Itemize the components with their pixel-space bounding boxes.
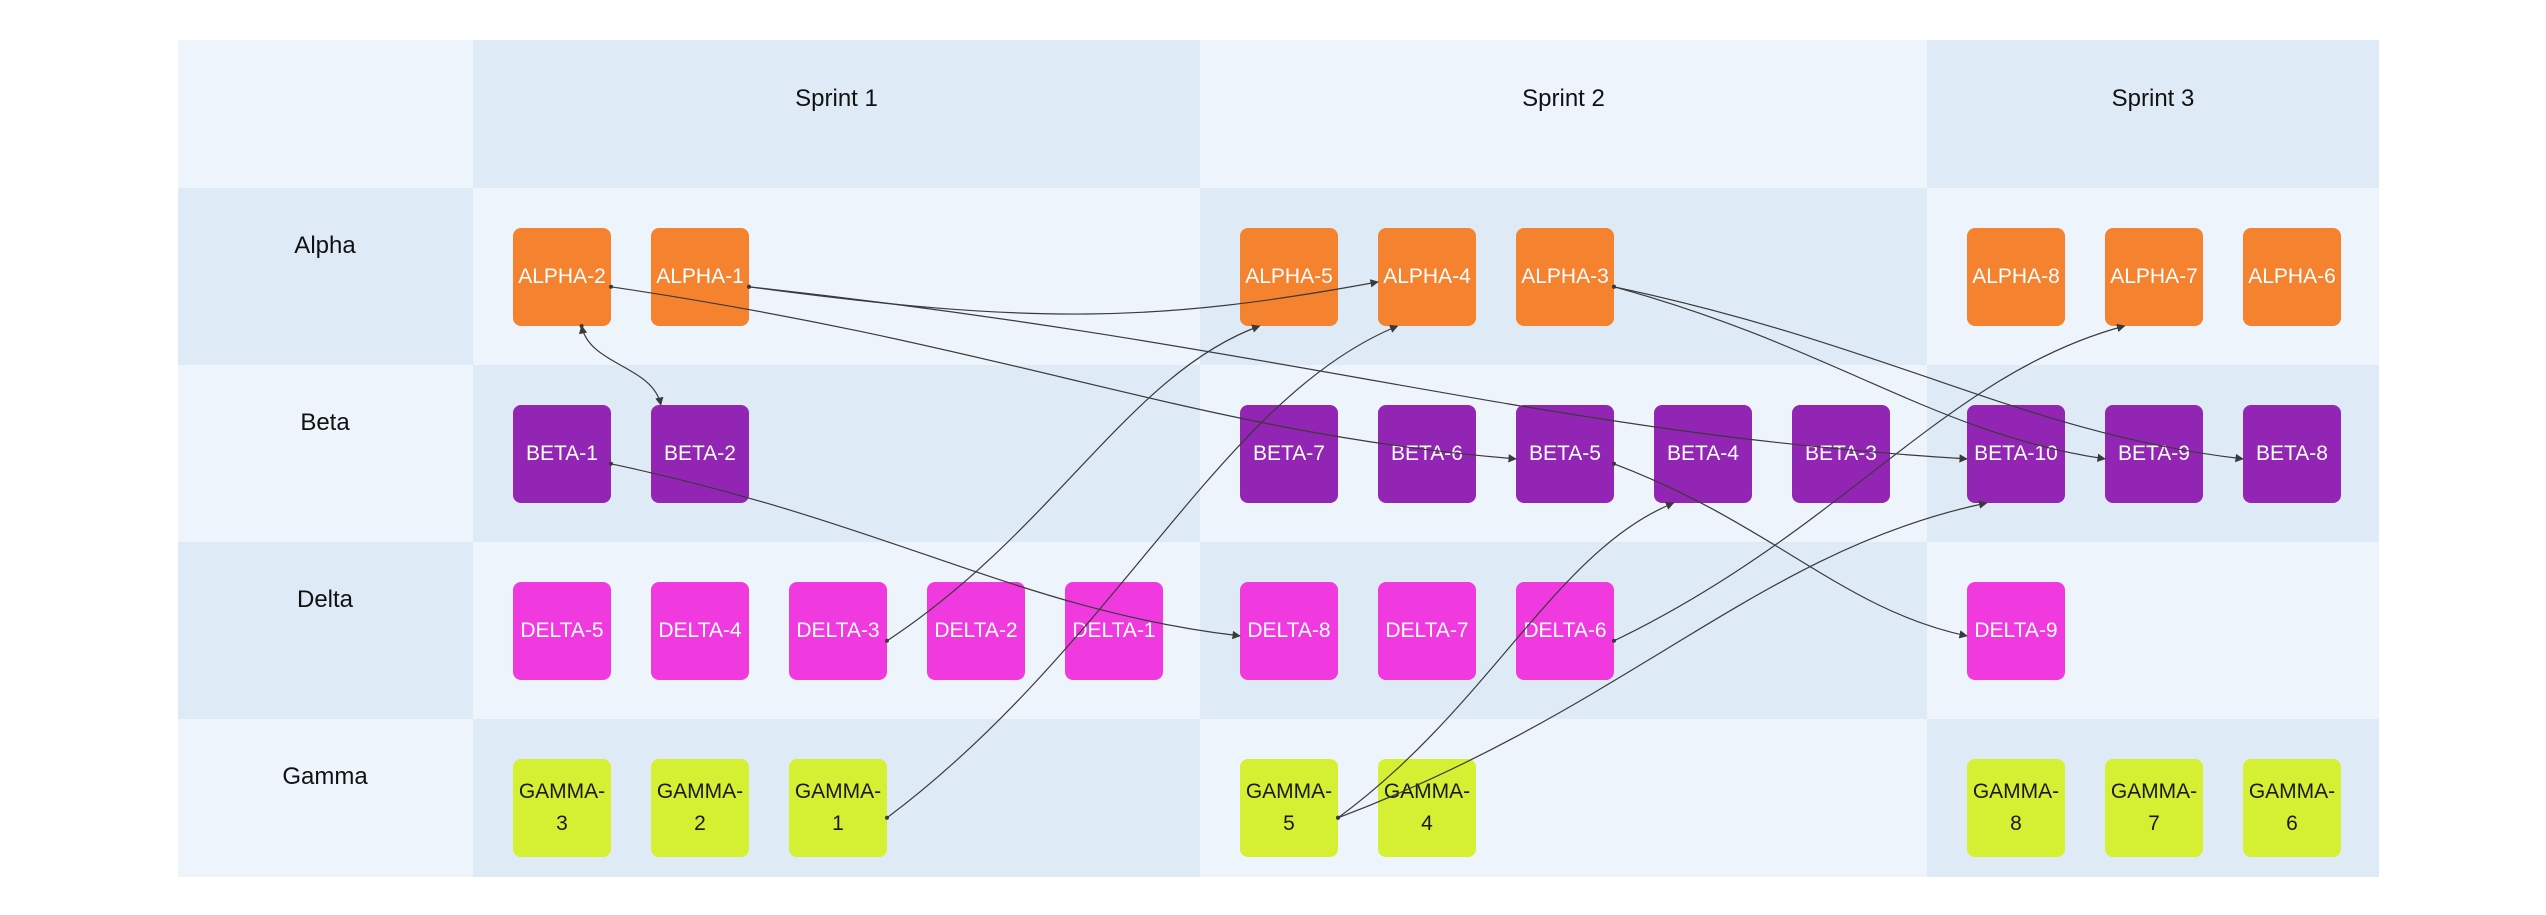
- grid-cell: [178, 719, 473, 877]
- grid-cell: [473, 40, 1200, 188]
- ticket-card-alpha-2[interactable]: ALPHA-2: [513, 228, 611, 326]
- ticket-card-delta-2[interactable]: DELTA-2: [927, 582, 1025, 680]
- ticket-card-alpha-1[interactable]: ALPHA-1: [651, 228, 749, 326]
- ticket-card-delta-5[interactable]: DELTA-5: [513, 582, 611, 680]
- ticket-card-alpha-4[interactable]: ALPHA-4: [1378, 228, 1476, 326]
- ticket-card-beta-4[interactable]: BETA-4: [1654, 405, 1752, 503]
- ticket-card-gamma-2[interactable]: GAMMA-2: [651, 759, 749, 857]
- ticket-card-delta-1[interactable]: DELTA-1: [1065, 582, 1163, 680]
- ticket-card-beta-5[interactable]: BETA-5: [1516, 405, 1614, 503]
- ticket-card-gamma-3[interactable]: GAMMA-3: [513, 759, 611, 857]
- ticket-card-beta-9[interactable]: BETA-9: [2105, 405, 2203, 503]
- grid-cell: [178, 542, 473, 719]
- ticket-card-alpha-5[interactable]: ALPHA-5: [1240, 228, 1338, 326]
- ticket-card-delta-6[interactable]: DELTA-6: [1516, 582, 1614, 680]
- grid-cell: [178, 188, 473, 365]
- ticket-card-alpha-6[interactable]: ALPHA-6: [2243, 228, 2341, 326]
- sprint-header-s2: Sprint 2: [1522, 85, 1605, 112]
- ticket-card-delta-8[interactable]: DELTA-8: [1240, 582, 1338, 680]
- ticket-card-beta-1[interactable]: BETA-1: [513, 405, 611, 503]
- ticket-card-delta-9[interactable]: DELTA-9: [1967, 582, 2065, 680]
- ticket-card-beta-10[interactable]: BETA-10: [1967, 405, 2065, 503]
- ticket-card-beta-7[interactable]: BETA-7: [1240, 405, 1338, 503]
- ticket-card-gamma-5[interactable]: GAMMA-5: [1240, 759, 1338, 857]
- team-label-delta: Delta: [296, 586, 354, 613]
- ticket-card-beta-6[interactable]: BETA-6: [1378, 405, 1476, 503]
- team-label-beta: Beta: [300, 409, 350, 436]
- team-label-alpha: Alpha: [294, 232, 356, 259]
- ticket-card-beta-8[interactable]: BETA-8: [2243, 405, 2341, 503]
- ticket-card-delta-4[interactable]: DELTA-4: [651, 582, 749, 680]
- ticket-card-gamma-1[interactable]: GAMMA-1: [789, 759, 887, 857]
- ticket-card-alpha-7[interactable]: ALPHA-7: [2105, 228, 2203, 326]
- ticket-card-gamma-6[interactable]: GAMMA-6: [2243, 759, 2341, 857]
- ticket-card-delta-7[interactable]: DELTA-7: [1378, 582, 1476, 680]
- ticket-card-alpha-8[interactable]: ALPHA-8: [1967, 228, 2065, 326]
- grid-cell: [1927, 40, 2379, 188]
- team-label-gamma: Gamma: [282, 763, 368, 790]
- ticket-card-beta-2[interactable]: BETA-2: [651, 405, 749, 503]
- ticket-card-gamma-4[interactable]: GAMMA-4: [1378, 759, 1476, 857]
- grid-cell: [178, 40, 473, 188]
- ticket-card-alpha-3[interactable]: ALPHA-3: [1516, 228, 1614, 326]
- grid-cell: [178, 365, 473, 542]
- ticket-card-delta-3[interactable]: DELTA-3: [789, 582, 887, 680]
- ticket-card-gamma-8[interactable]: GAMMA-8: [1967, 759, 2065, 857]
- sprint-header-s3: Sprint 3: [2111, 85, 2195, 112]
- ticket-card-gamma-7[interactable]: GAMMA-7: [2105, 759, 2203, 857]
- sprint-header-s1: Sprint 1: [795, 85, 878, 112]
- grid-cell: [1200, 40, 1927, 188]
- ticket-card-beta-3[interactable]: BETA-3: [1792, 405, 1890, 503]
